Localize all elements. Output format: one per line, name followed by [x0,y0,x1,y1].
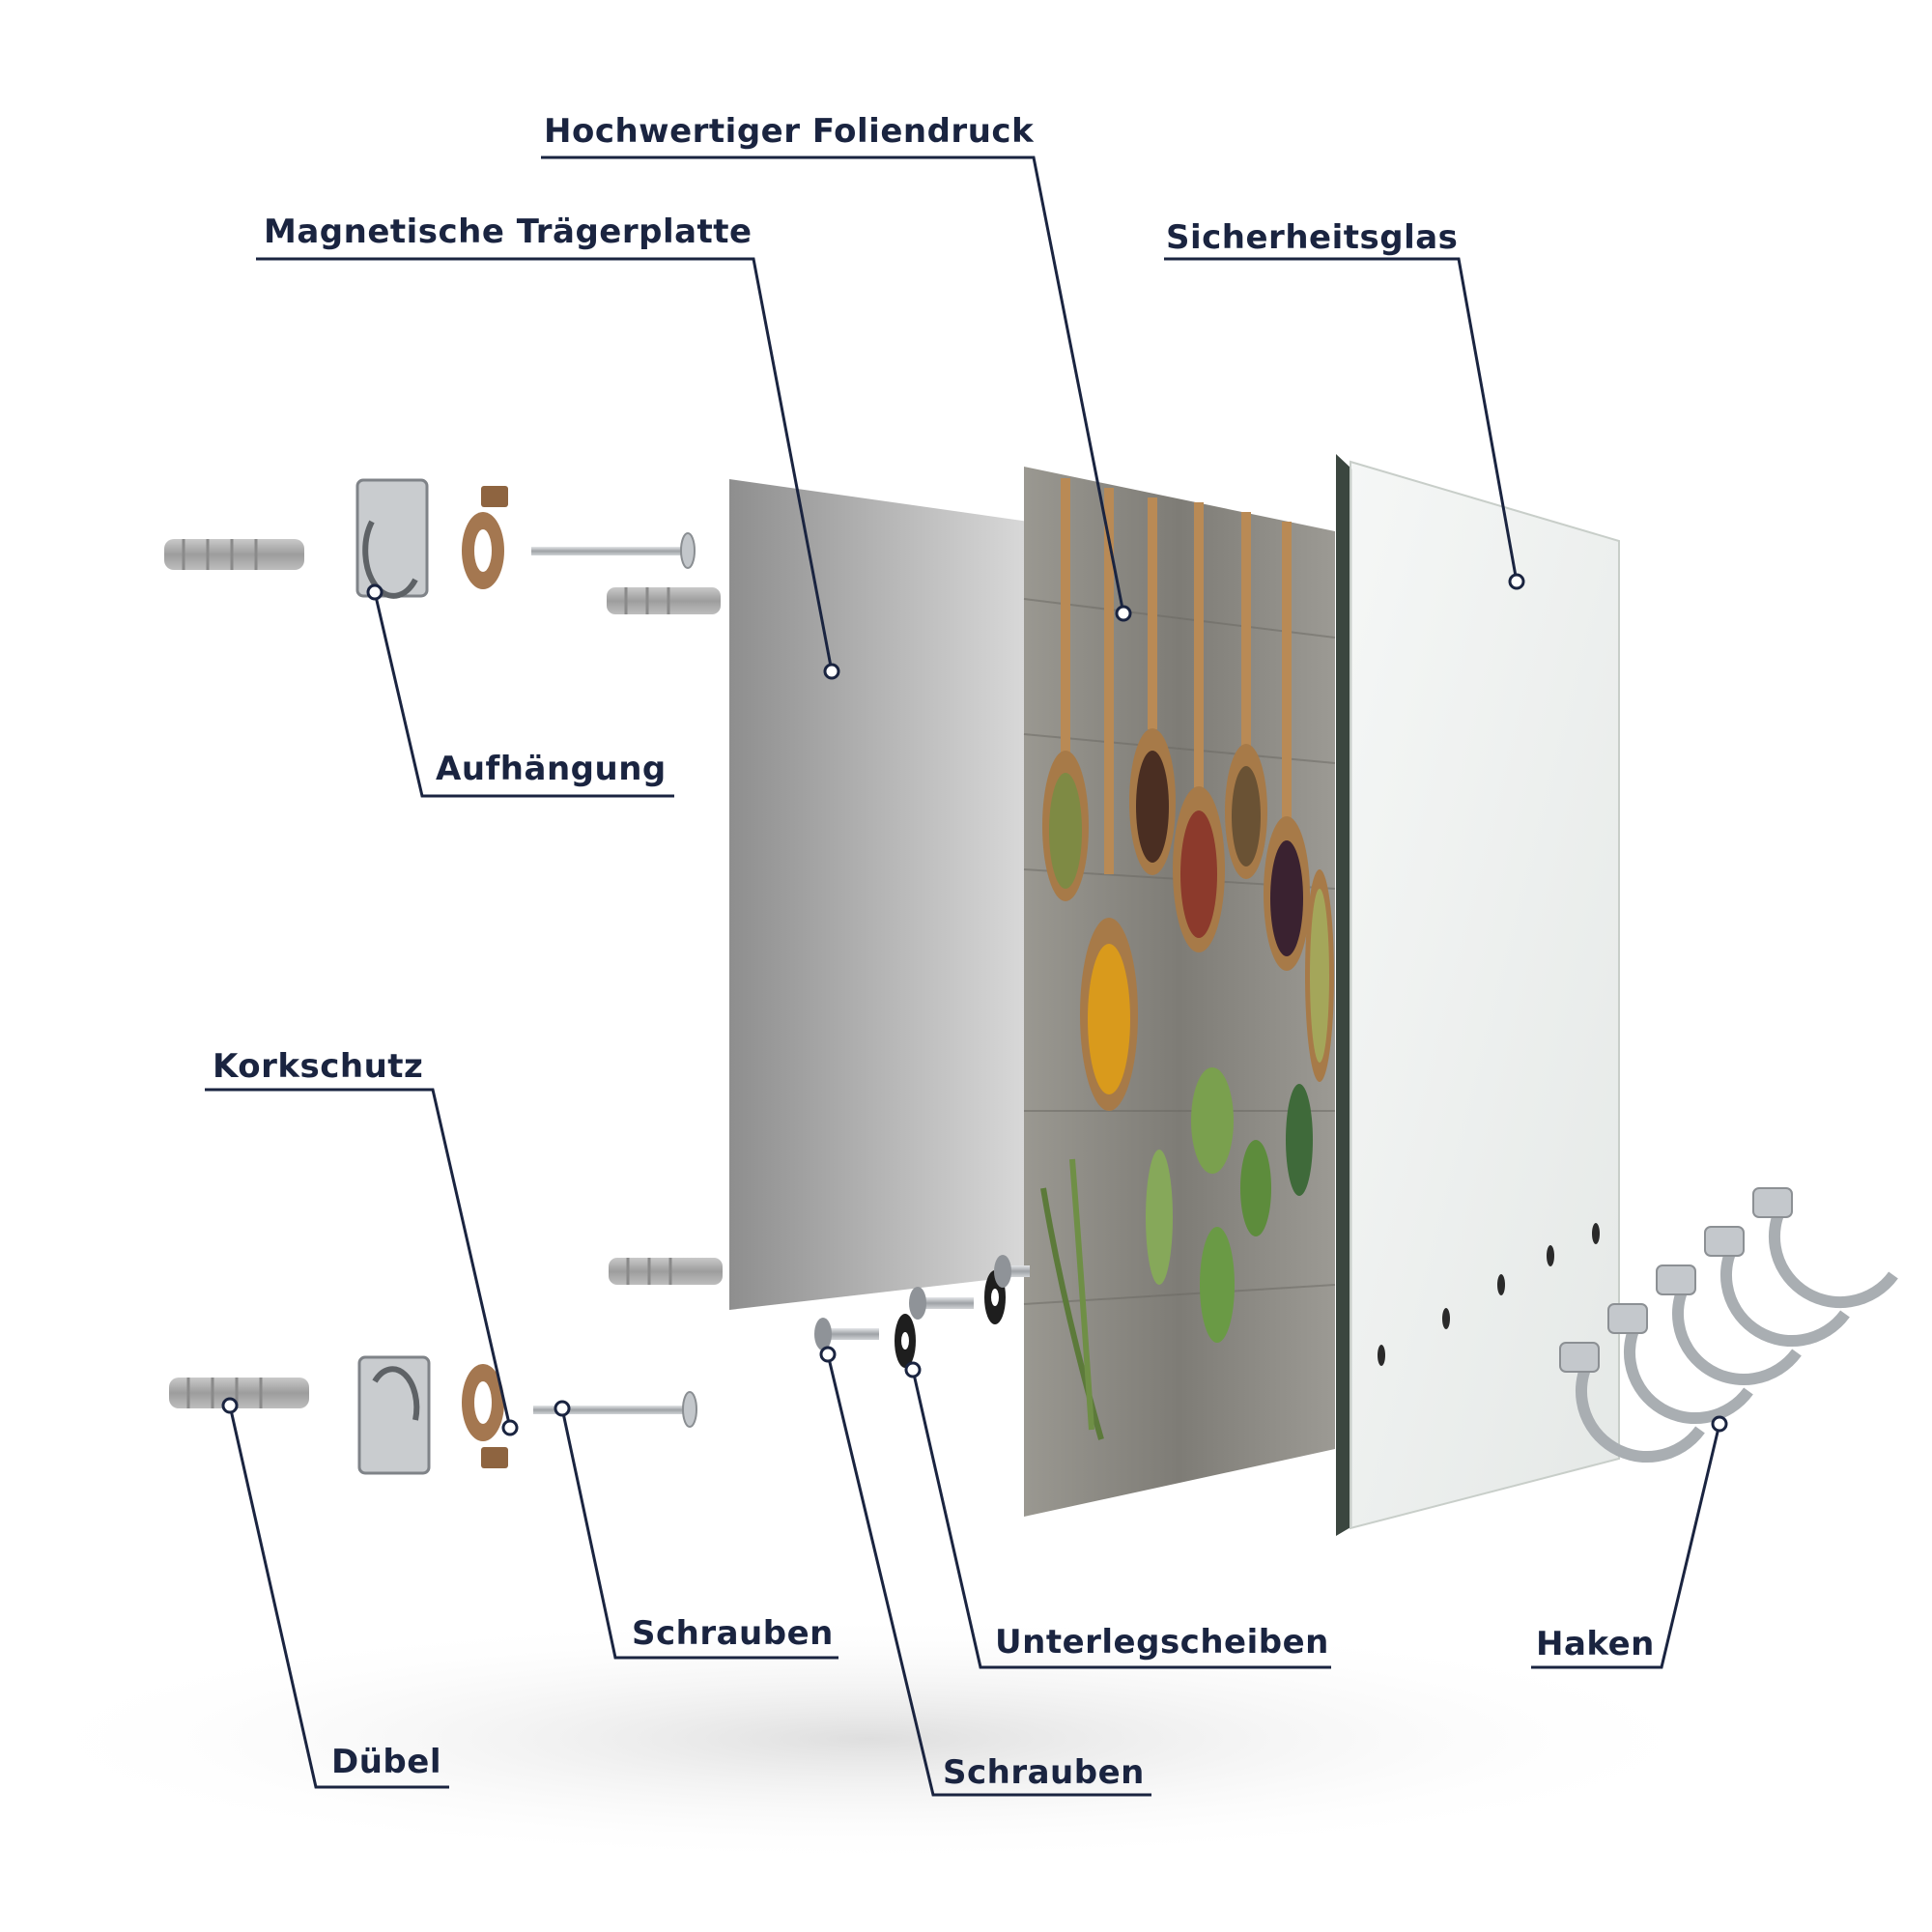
leader-lines [205,156,1721,1797]
printed-foil [1023,467,1336,1517]
leader-dots [221,573,1728,1436]
label-duebel: Dübel [331,1743,441,1781]
dowel-top-left [164,539,304,570]
leader-aufhaengung [373,591,674,798]
dowel-bottom-left [169,1378,309,1408]
hooks [1576,1194,1898,1463]
leader-schrauben-left [560,1407,838,1660]
cork-pad-bottom [462,1364,508,1468]
label-foliendruck: Hochwertiger Foliendruck [544,112,1035,151]
label-traegerplatte: Magnetische Trägerplatte [264,213,753,251]
small-screw-3 [994,1255,1030,1288]
spice-spoons-illustration [1042,478,1334,1111]
hook-2 [1624,1310,1753,1424]
herbs-illustration [1040,1067,1313,1440]
glass-holes [1378,1223,1600,1366]
hook-4 [1720,1233,1850,1347]
hook-3 [1672,1271,1802,1385]
leader-sicherheitsglas [1164,257,1519,582]
magnetic-carrier-plate [729,479,1029,1310]
hook-5 [1769,1194,1898,1308]
label-unterlegscheiben: Unterlegscheiben [995,1623,1329,1662]
leader-foliendruck [541,156,1125,614]
leader-schrauben-bottom [826,1353,1151,1797]
screw-bottom-left [533,1391,697,1428]
leader-unterlegscheiben [911,1369,1331,1669]
dowel-mid-right [609,1258,723,1285]
mounting-bracket-bottom [357,1355,431,1475]
safety-glass [1336,454,1620,1536]
dowel-top-right [607,587,721,614]
label-aufhaengung: Aufhängung [436,750,667,788]
small-screw-2 [909,1287,974,1320]
leader-korkschutz [205,1088,512,1429]
small-screw-1 [814,1318,879,1350]
leader-haken [1531,1423,1721,1669]
label-schrauben-bottom: Schrauben [943,1753,1145,1792]
label-haken: Haken [1536,1625,1655,1663]
floor-shadow [0,1613,1739,1864]
label-korkschutz: Korkschutz [213,1047,424,1086]
leader-traegerplatte [256,257,834,672]
label-schrauben-left: Schrauben [632,1614,834,1653]
hook-1 [1576,1349,1705,1463]
leader-duebel [228,1405,449,1789]
washer-1 [895,1314,916,1368]
screw-top [531,532,696,569]
mounting-bracket-top [355,478,429,599]
label-sicherheitsglas: Sicherheitsglas [1166,218,1459,257]
cork-pad-top [462,486,508,589]
